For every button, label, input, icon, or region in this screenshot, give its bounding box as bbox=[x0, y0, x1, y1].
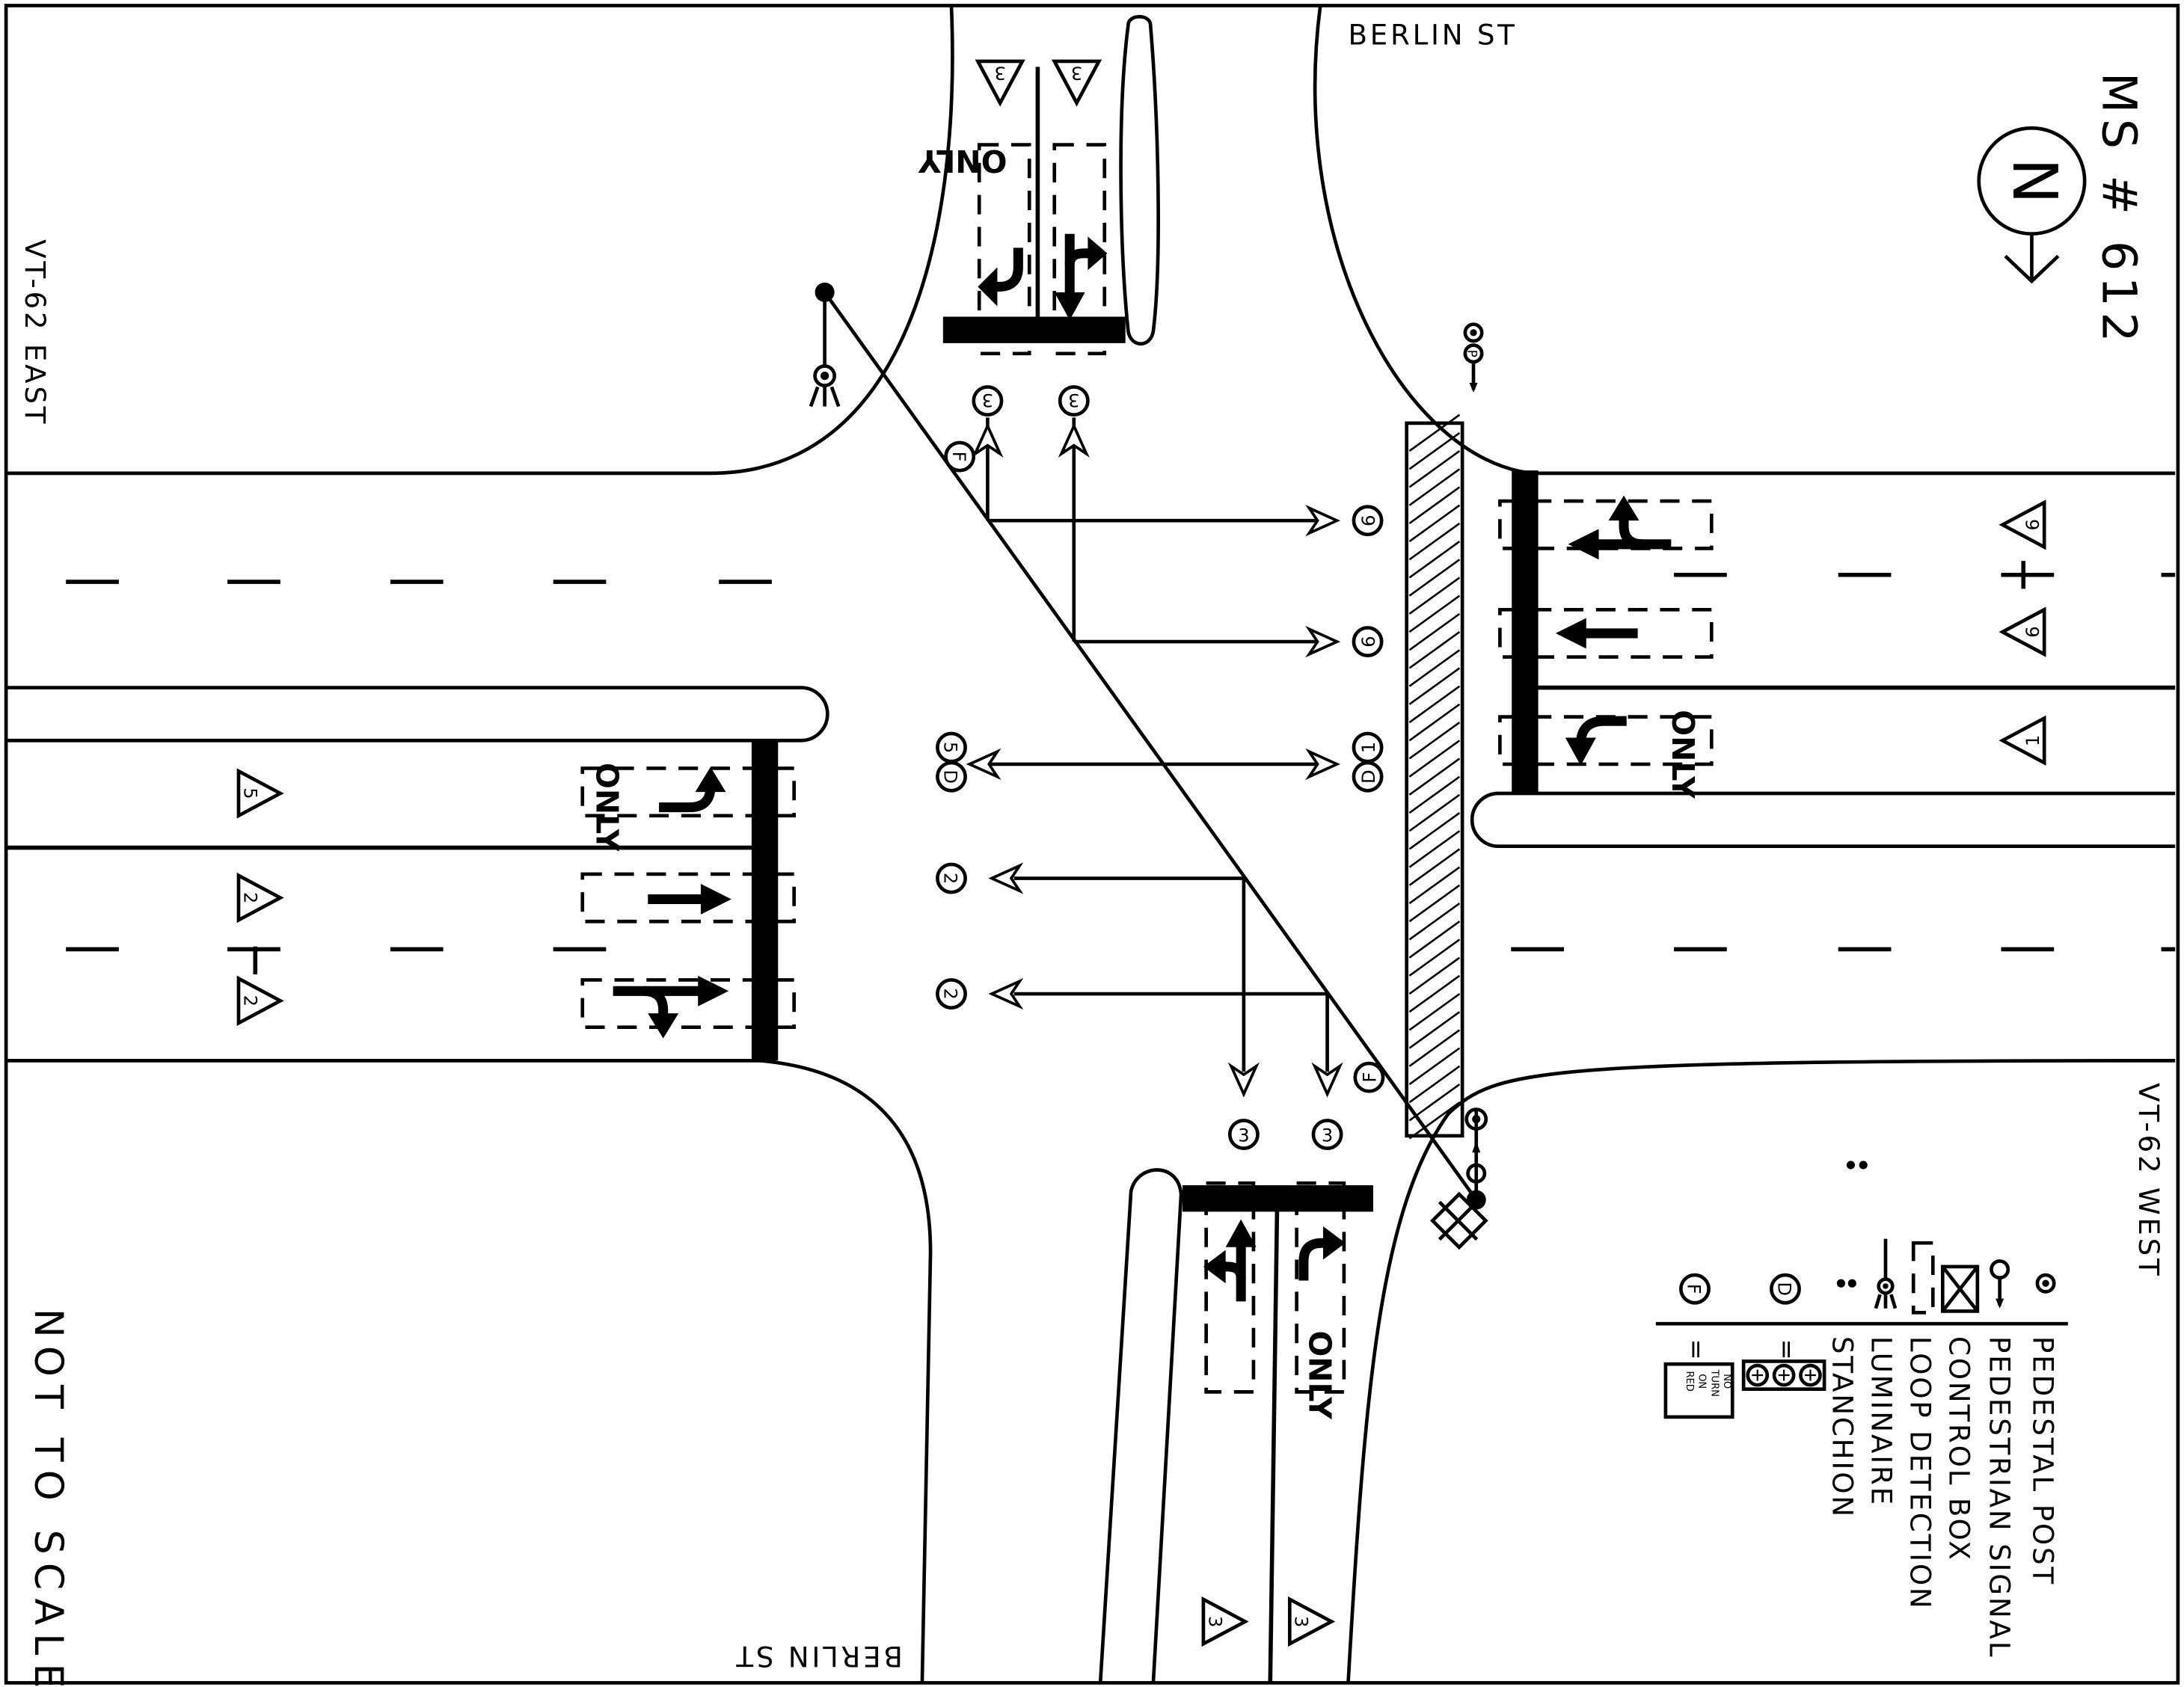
east-median bbox=[1470, 791, 2176, 849]
stanchion-nw bbox=[809, 282, 841, 408]
control-box-icon bbox=[1940, 1265, 1980, 1313]
west-median bbox=[6, 686, 829, 743]
pavement-arrow-nb-thru-left bbox=[1203, 1219, 1257, 1302]
control-box-se bbox=[1430, 1191, 1488, 1250]
north-arrow-letter: N bbox=[1999, 158, 2070, 203]
street-label-east: VT-62 WEST bbox=[2132, 1083, 2165, 1278]
svg-text:ON: ON bbox=[1696, 1374, 1708, 1389]
stanchion-se bbox=[1464, 1107, 1488, 1210]
signal-head-west-d: D bbox=[940, 769, 961, 784]
svg-text:TURN: TURN bbox=[1708, 1369, 1720, 1397]
three-arrow-signal-head-icon bbox=[1741, 1359, 1826, 1391]
signal-head-south-1: 3 bbox=[1238, 1125, 1249, 1146]
legend-label-pedestal-post: PEDESTAL POST bbox=[2026, 1336, 2059, 1586]
equipment: P bbox=[809, 282, 1868, 1250]
svg-text:NO: NO bbox=[1721, 1374, 1732, 1389]
pavement-arrow-eb-thru-right bbox=[613, 975, 729, 1039]
phase-label-wb-left: 1 bbox=[2022, 735, 2043, 746]
signal-head-west-2: 2 bbox=[940, 873, 961, 884]
span-wire bbox=[823, 291, 1478, 1201]
stop-bars bbox=[751, 316, 1539, 1212]
signal-heads: 3 3 6 6 1 D 5 D 2 2 3 3 F F bbox=[936, 385, 1385, 1150]
only-marking-nb: ONLY bbox=[1301, 1330, 1337, 1420]
legend-label-control-box: CONTROL BOX bbox=[1943, 1336, 1976, 1562]
loop-detectors bbox=[580, 143, 1714, 1394]
signal-head-south-2: 3 bbox=[1322, 1125, 1333, 1146]
legend-label-luminaire: LUMINAIRE bbox=[1865, 1336, 1898, 1507]
road-edges bbox=[6, 5, 2176, 1683]
pavement-arrow-wb-thru bbox=[1555, 618, 1638, 649]
signal-head-east-d: D bbox=[1358, 769, 1379, 784]
sign-f-north: F bbox=[948, 452, 969, 462]
pavement-arrow-nb-right bbox=[1298, 1226, 1346, 1281]
pedestrian-signal-ne: P bbox=[1463, 322, 1484, 393]
sheet-border bbox=[4, 4, 2180, 1685]
phase-label-eb-left: 5 bbox=[239, 787, 260, 799]
signal-head-east-3: 1 bbox=[1358, 742, 1379, 753]
pavement-arrows bbox=[613, 233, 1672, 1302]
north-arrow: N bbox=[1977, 126, 2087, 284]
ms-title: MS # 612 bbox=[2091, 73, 2147, 348]
pavement-arrow-wb-thru-left bbox=[1568, 495, 1672, 560]
luminaire-se bbox=[1846, 1161, 1868, 1170]
pedestal-post-icon bbox=[2035, 1273, 2056, 1294]
phase-labels: 3 3 6 6 1 5 2 2 bbox=[236, 59, 2046, 1647]
pavement-arrow-eb-left bbox=[659, 766, 726, 813]
phase-label-eb-thru-right: 2 bbox=[239, 995, 260, 1007]
svg-text:RED: RED bbox=[1684, 1371, 1695, 1391]
phase-label-eb-thru: 2 bbox=[239, 892, 260, 903]
legend-label-loop-detection: LOOP DETECTION bbox=[1904, 1336, 1936, 1611]
legend-equals-d: = bbox=[1773, 1339, 1802, 1360]
phase-label-nb-left: 3 bbox=[1204, 1616, 1225, 1627]
not-to-scale-note: NOT TO SCALE bbox=[25, 1309, 70, 1687]
phase-label-sb-right: 3 bbox=[1071, 62, 1082, 83]
phase-label-wb-1: 6 bbox=[2022, 519, 2043, 530]
no-turn-on-red-sign-icon: NO TURN ON RED bbox=[1663, 1362, 1734, 1419]
only-marking-wb: ONLY bbox=[1665, 710, 1701, 799]
svg-text:P: P bbox=[1465, 350, 1480, 357]
street-label-north: BERLIN ST bbox=[1348, 19, 1517, 52]
street-label-south: BERLIN ST bbox=[734, 1640, 903, 1673]
pavement-arrow-wb-left bbox=[1565, 716, 1627, 766]
south-median bbox=[1098, 1168, 1183, 1683]
street-labels: BERLIN ST BERLIN ST VT-62 EAST VT-62 WES… bbox=[19, 19, 2165, 1687]
pavement-arrow-sb-left bbox=[978, 248, 1023, 307]
legend-equals-f: = bbox=[1682, 1339, 1711, 1360]
legend-symbol-d: D bbox=[1774, 1282, 1795, 1296]
legend-symbol-f: F bbox=[1684, 1284, 1705, 1294]
signal-head-north-1: 3 bbox=[982, 390, 993, 411]
legend: PEDESTAL POST PEDESTRIAN SIGNAL CONTROL … bbox=[1655, 1238, 2068, 1659]
medians bbox=[6, 15, 2176, 1683]
north-median bbox=[1119, 15, 1160, 345]
signal-head-north-2: 3 bbox=[1068, 390, 1079, 411]
street-label-west: VT-62 EAST bbox=[19, 239, 52, 426]
legend-label-stanchion: STANCHION bbox=[1826, 1336, 1859, 1519]
only-marking-eb: ONLY bbox=[589, 763, 625, 852]
only-marking-sb: ONLY bbox=[918, 143, 1007, 179]
phase-label-wb-2: 6 bbox=[2022, 626, 2043, 637]
crosswalk bbox=[1405, 414, 1464, 1140]
loop-detection-icon bbox=[1911, 1241, 1935, 1315]
only-markings: ONLY ONLY ONLY ONLY bbox=[589, 143, 1701, 1420]
pavement-arrow-sb-thru-right bbox=[1054, 233, 1108, 321]
sign-f-south: F bbox=[1360, 1072, 1381, 1083]
signal-head-west-3: 2 bbox=[940, 988, 961, 999]
signal-head-east-1: 6 bbox=[1358, 514, 1379, 526]
luminaire-icon bbox=[1874, 1238, 1898, 1309]
phase-label-nb-right: 3 bbox=[1291, 1616, 1312, 1627]
phase-label-sb-left: 3 bbox=[994, 62, 1005, 83]
signal-head-east-2: 6 bbox=[1358, 636, 1379, 647]
pavement-arrow-eb-thru bbox=[648, 883, 731, 915]
lane-lines bbox=[6, 67, 2176, 1683]
pedestrian-signal-icon bbox=[1990, 1259, 2010, 1309]
signal-head-west-1: 5 bbox=[940, 742, 961, 753]
legend-label-pedestrian-signal: PEDESTRIAN SIGNAL bbox=[1984, 1336, 2016, 1659]
stanchion-icon bbox=[1836, 1279, 1856, 1288]
